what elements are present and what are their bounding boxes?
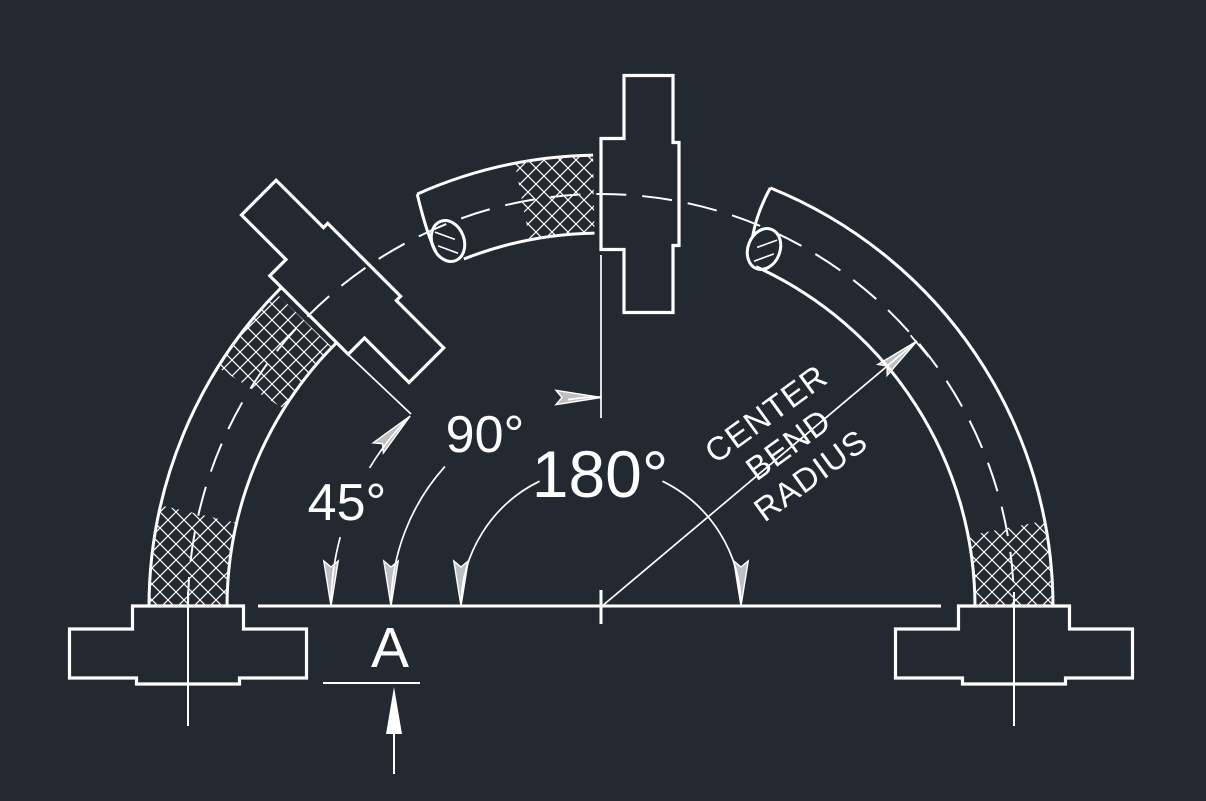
flange-right	[893, 592, 1135, 726]
pipe-180-outer-edge	[769, 186, 1055, 608]
ext-line-45	[336, 343, 412, 415]
pipe-90-cut-hatch	[434, 231, 459, 254]
pipe-90-segment	[415, 153, 595, 263]
pipe-45-outer-edge	[147, 286, 283, 608]
pipe-45-segment	[147, 286, 338, 608]
arrow-dim-a	[386, 687, 402, 734]
pipe-180-cut-ellipse	[745, 227, 783, 271]
label-dim-a: A	[371, 616, 409, 680]
pipe-180-end-cap	[751, 187, 772, 238]
label-180-degrees: 180°	[532, 437, 669, 511]
hatch-left-flange-joint	[149, 505, 237, 607]
pipe-90-outer-edge	[416, 153, 594, 196]
pipe-90-inner-edge	[463, 231, 595, 261]
pipe-180-inner-edge	[755, 265, 977, 608]
label-45-degrees: 45°	[308, 474, 387, 532]
pipe-90-cut-end	[429, 219, 467, 263]
leader-center-bend-radius	[600, 334, 930, 608]
pipe-45-inner-edge	[225, 341, 338, 608]
pipe-180-segment	[745, 186, 1055, 608]
label-90-degrees: 90°	[446, 406, 525, 464]
flanges	[67, 73, 1135, 726]
pipe-180-cut-hatch	[753, 239, 778, 262]
flange-left	[67, 592, 309, 726]
arrowheads	[323, 334, 923, 734]
hatch-right-flange-joint	[968, 520, 1053, 607]
pipe-90-cut-ellipse	[429, 219, 467, 263]
pipe-180-cut-end	[745, 227, 783, 271]
